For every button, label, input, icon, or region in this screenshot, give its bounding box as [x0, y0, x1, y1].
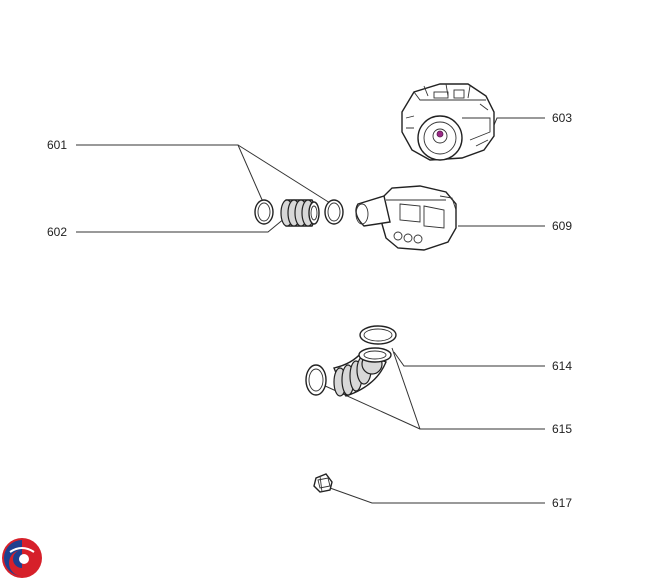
part-601-clamp-left [254, 199, 274, 225]
leader-603 [493, 117, 545, 126]
part-609-heater-housing [355, 185, 457, 251]
leader-617 [329, 487, 545, 504]
brand-swirl-logo-icon [2, 538, 42, 578]
label-601: 601 [47, 138, 67, 152]
label-603: 603 [552, 111, 572, 125]
label-615: 615 [552, 422, 572, 436]
label-617: 617 [552, 496, 572, 510]
part-603-pump-motor [401, 83, 495, 161]
part-614-elbow-hose [333, 347, 392, 397]
leader-601-b [237, 144, 331, 204]
part-615-clamp-upper [359, 325, 397, 345]
leader-615 [391, 347, 545, 430]
leader-lines [76, 117, 545, 504]
leader-601 [76, 144, 264, 203]
label-602: 602 [47, 225, 67, 239]
leader-614 [393, 351, 545, 367]
part-602-hose [280, 199, 320, 227]
part-601-clamp-right [324, 199, 344, 225]
part-615-clamp-lower [305, 364, 327, 396]
part-617-fitting [313, 473, 333, 493]
part-labels: 601 602 603 609 614 615 617 [47, 111, 572, 510]
label-614: 614 [552, 359, 572, 373]
label-609: 609 [552, 219, 572, 233]
leader-602 [76, 217, 286, 233]
